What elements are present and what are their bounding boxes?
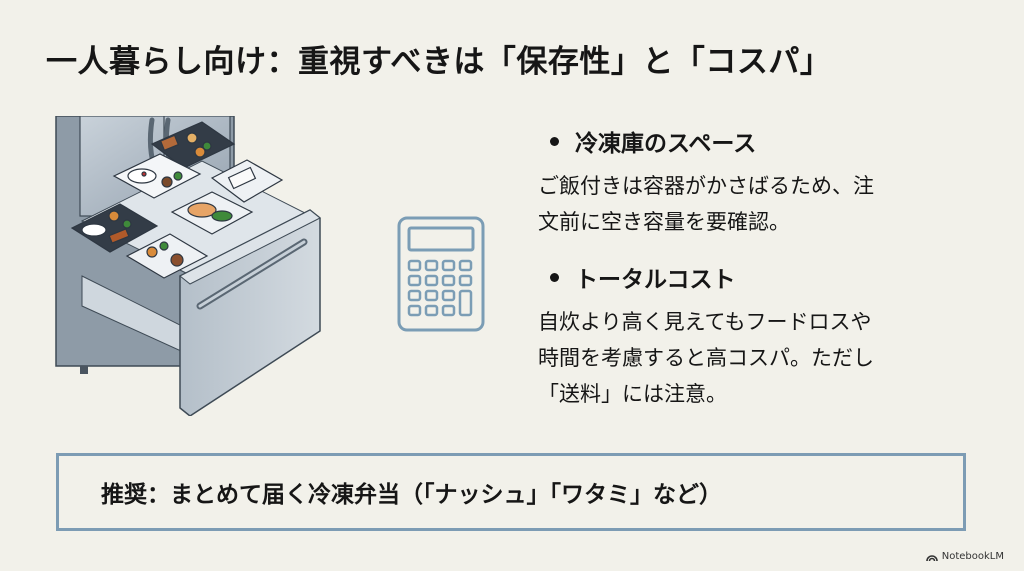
notebooklm-watermark: NotebookLM bbox=[925, 551, 1004, 562]
brand-label: NotebookLM bbox=[941, 551, 1004, 562]
bullet-list: 冷凍庫のスペース ご飯付きは容器がかさばるため、注 文前に空き容量を要確認。 ト… bbox=[534, 124, 974, 412]
bullet-body: 自炊より高く見えてもフードロスや 時間を考慮すると高コスパ。ただし 「送料」には… bbox=[538, 310, 874, 406]
calculator-icon bbox=[397, 216, 485, 332]
bullet-dot-icon bbox=[550, 136, 559, 146]
bullet-heading-text: 冷凍庫のスペース bbox=[575, 131, 757, 157]
notebooklm-logo-icon bbox=[925, 554, 938, 561]
slide-title: 一人暮らし向け：重視すべきは「保存性」と「コスパ」 bbox=[46, 44, 832, 80]
bullet-total-cost: トータルコスト 自炊より高く見えてもフードロスや 時間を考慮すると高コスパ。ただ… bbox=[534, 260, 974, 412]
bullet-heading: 冷凍庫のスペース bbox=[534, 124, 974, 158]
recommendation-box: 推奨：まとめて届く冷凍弁当（「ナッシュ」「ワタミ」など） bbox=[56, 453, 966, 531]
bullet-dot-icon bbox=[550, 272, 559, 282]
bullet-heading-text: トータルコスト bbox=[575, 267, 736, 293]
recommendation-text: 推奨：まとめて届く冷凍弁当（「ナッシュ」「ワタミ」など） bbox=[101, 482, 722, 508]
fridge-drawer-illustration bbox=[55, 116, 321, 416]
bullet-heading: トータルコスト bbox=[534, 260, 974, 294]
bullet-freezer-space: 冷凍庫のスペース ご飯付きは容器がかさばるため、注 文前に空き容量を要確認。 bbox=[534, 124, 974, 240]
bullet-body: ご飯付きは容器がかさばるため、注 文前に空き容量を要確認。 bbox=[538, 174, 874, 234]
